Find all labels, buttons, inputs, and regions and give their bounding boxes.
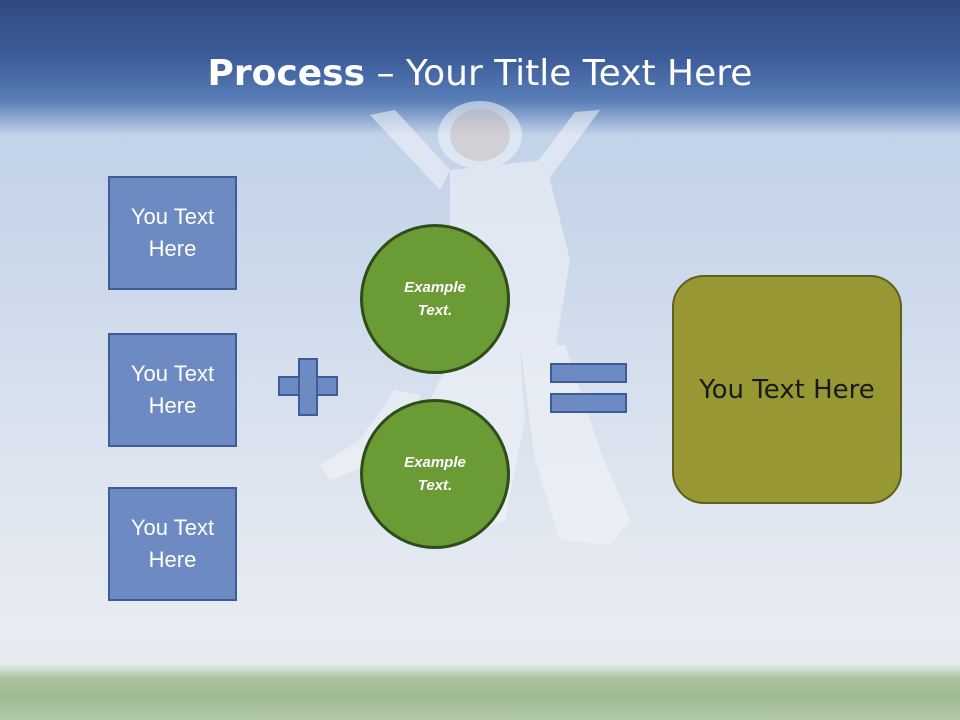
equals-top-bar [550, 363, 627, 383]
grass-strip [0, 664, 960, 720]
text-box-2[interactable]: You Text Here [108, 333, 237, 447]
circle-label: Example Text. [404, 454, 466, 494]
text-box-label: You Text Here [130, 361, 215, 418]
equals-bottom-bar [550, 393, 627, 413]
text-box-3[interactable]: You Text Here [108, 487, 237, 601]
text-box-label: You Text Here [130, 515, 215, 572]
example-circle-1[interactable]: Example Text. [360, 224, 510, 374]
circle-label: Example Text. [404, 279, 466, 319]
slide-title[interactable]: Process – Your Title Text Here [0, 52, 960, 96]
text-box-label: You Text Here [130, 204, 215, 261]
example-circle-2[interactable]: Example Text. [360, 399, 510, 549]
plus-center-fill [300, 378, 316, 394]
result-box[interactable]: You Text Here [672, 275, 902, 504]
text-box-1[interactable]: You Text Here [108, 176, 237, 290]
title-rest: – Your Title Text Here [365, 53, 753, 94]
result-label: You Text Here [699, 374, 875, 405]
title-bold: Process [207, 53, 366, 94]
